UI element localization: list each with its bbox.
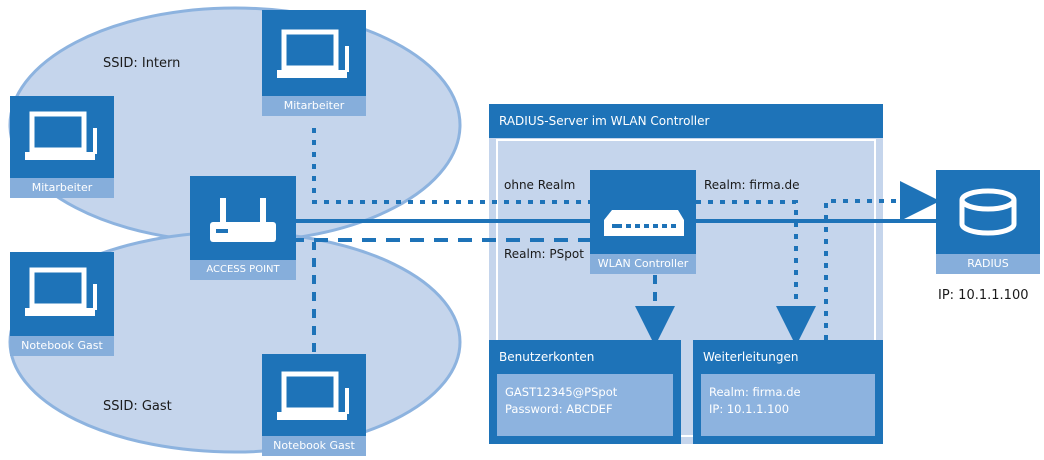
benutzerkonten-user: GAST12345@PSpot [505, 385, 618, 399]
database-icon [959, 188, 1017, 236]
device-mitarbeiter-left[interactable]: Mitarbeiter [10, 96, 114, 198]
radius-panel-title: RADIUS-Server im WLAN Controller [489, 104, 883, 138]
laptop-icon [277, 371, 349, 420]
device-notebook-bottom[interactable]: Notebook Gast [262, 354, 366, 456]
zone-gast-label: SSID: Gast [103, 399, 172, 414]
weiterleitungen-body: Realm: firma.de IP: 10.1.1.100 [701, 374, 875, 436]
laptop-icon [25, 267, 97, 316]
device-access-point[interactable]: ACCESS POINT [190, 176, 296, 280]
radius-ip-label: IP: 10.1.1.100 [938, 288, 1029, 303]
laptop-icon [25, 111, 97, 160]
weiterleitungen-realm: Realm: firma.de [709, 385, 801, 399]
device-label: RADIUS [936, 254, 1040, 274]
flow-ohne-realm [312, 128, 594, 204]
benutzerkonten-card: Benutzerkonten GAST12345@PSpot Password:… [489, 340, 681, 444]
flow-to-weiterleitungen [696, 200, 816, 346]
device-label: Notebook Gast [262, 436, 366, 456]
zone-intern-label: SSID: Intern [103, 56, 181, 71]
laptop-icon [277, 29, 349, 78]
device-label: Mitarbeiter [262, 96, 366, 116]
device-label: Mitarbeiter [10, 178, 114, 198]
weiterleitungen-card: Weiterleitungen Realm: firma.de IP: 10.1… [693, 340, 883, 444]
device-notebook-left[interactable]: Notebook Gast [10, 252, 114, 356]
device-label: Notebook Gast [10, 336, 114, 356]
device-label: ACCESS POINT [190, 260, 296, 280]
access-point-icon [210, 198, 276, 242]
device-label: WLAN Controller [590, 254, 696, 274]
weiterleitungen-ip: IP: 10.1.1.100 [709, 402, 790, 416]
device-wlan-controller[interactable]: WLAN Controller [590, 170, 696, 274]
flow-label-realm-firma: Realm: firma.de [704, 178, 800, 192]
benutzerkonten-password: Password: ABCDEF [505, 402, 613, 416]
weiterleitungen-title: Weiterleitungen [703, 350, 799, 364]
device-mitarbeiter-top[interactable]: Mitarbeiter [262, 10, 366, 116]
benutzerkonten-body: GAST12345@PSpot Password: ABCDEF [497, 374, 673, 436]
benutzerkonten-title: Benutzerkonten [499, 350, 595, 364]
controller-icon [604, 210, 684, 236]
flow-label-realm-pspot: Realm: PSpot [504, 247, 584, 261]
flow-label-ohne-realm: ohne Realm [504, 178, 576, 192]
device-radius[interactable]: RADIUS [936, 170, 1040, 274]
